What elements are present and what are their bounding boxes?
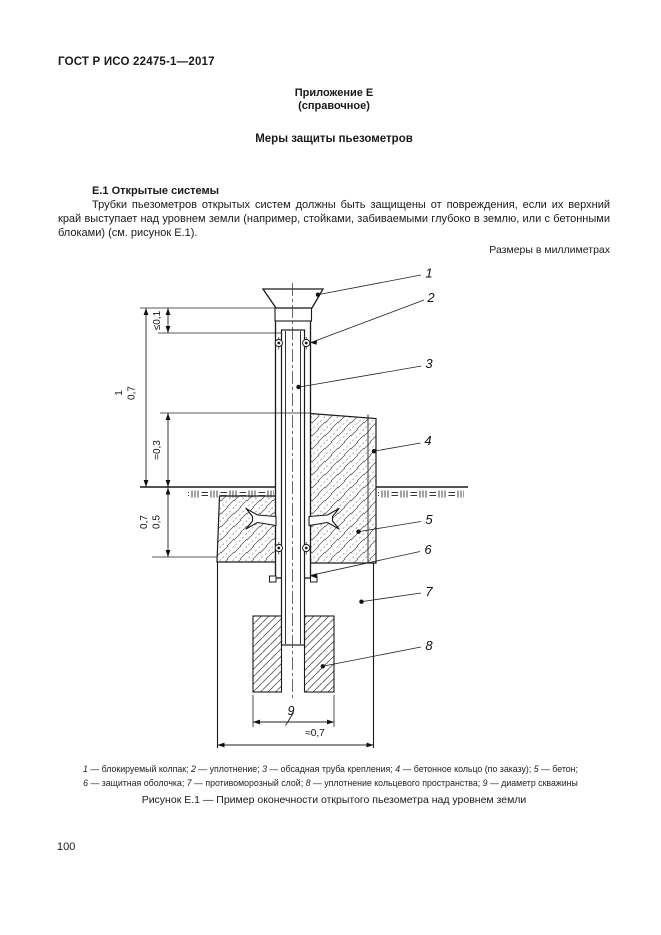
callout-5: 5 bbox=[425, 512, 433, 527]
casing-pipe bbox=[280, 329, 306, 646]
callout-2: 2 bbox=[426, 290, 435, 305]
legend-item-number: 4 bbox=[395, 764, 401, 774]
callout-6: 6 bbox=[424, 542, 432, 557]
callout-8: 8 bbox=[425, 638, 433, 653]
anchor-barbs bbox=[245, 507, 340, 530]
appendix-note: (справочное) bbox=[298, 100, 370, 112]
dim-width-approx: ≈0,7 bbox=[305, 728, 325, 739]
standard-number: ГОСТ Р ИСО 22475-1—2017 bbox=[58, 56, 215, 68]
dimension-labels: ≤0,1 1 0,7 =0,3 0,7 0,5 9 ≈0,7 bbox=[114, 310, 325, 739]
legend-item-number: 7 bbox=[186, 777, 192, 788]
legend-item-number: 8 bbox=[305, 777, 311, 788]
page-number: 100 bbox=[57, 841, 76, 853]
ground-line bbox=[140, 486, 468, 498]
leader-ends bbox=[296, 292, 377, 669]
seal-fittings bbox=[274, 337, 311, 555]
units-note: Размеры в миллиметрах bbox=[489, 244, 610, 256]
callout-7: 7 bbox=[425, 584, 433, 599]
legend-item-number: 3 bbox=[262, 764, 267, 774]
excavation-walls bbox=[216, 562, 375, 748]
section-heading: Е.1 Открытые системы bbox=[92, 185, 219, 197]
annular-seal-blocks bbox=[252, 615, 335, 693]
dim-left-lower-a: 0,7 bbox=[139, 515, 150, 529]
figure-caption: Рисунок Е.1 — Пример оконечности открыто… bbox=[141, 794, 527, 806]
page-title: Меры защиты пьезометров bbox=[255, 133, 413, 145]
callout-4: 4 bbox=[424, 433, 431, 448]
dim-left-upper-b: 0,7 bbox=[127, 386, 138, 400]
lockable-cap bbox=[261, 288, 325, 322]
legend-item-number: 5 bbox=[533, 764, 539, 774]
figure-legend: 1 — блокируемый колпак; 2 — уплотнение; … bbox=[40, 763, 621, 790]
dimension-lines bbox=[145, 308, 374, 746]
appendix-label: Приложение Е bbox=[294, 87, 374, 99]
dim-cap-gap: ≤0,1 bbox=[152, 310, 163, 330]
concrete-ring-region bbox=[309, 412, 377, 564]
callout-1: 1 bbox=[425, 266, 432, 281]
legend-item-number: 6 bbox=[83, 777, 89, 788]
leader-lines bbox=[299, 274, 425, 667]
legend-item-number: 1 bbox=[83, 764, 88, 774]
callout-3: 3 bbox=[425, 356, 433, 371]
callout-numbers: 1 2 3 4 5 6 7 8 bbox=[424, 266, 435, 654]
body-paragraph: Трубки пьезометров открытых систем должн… bbox=[58, 199, 610, 239]
appendix-heading: Приложение Е (справочное) bbox=[58, 87, 610, 113]
dim-left-lower-b: 0,5 bbox=[152, 515, 163, 529]
dim-bore-number: 9 bbox=[288, 704, 295, 718]
dim-left-upper-a: 1 bbox=[114, 390, 125, 396]
legend-line-1: 1 — блокируемый колпак; 2 — уплотнение; … bbox=[83, 764, 578, 774]
dim-ring-height: =0,3 bbox=[152, 440, 163, 460]
legend-item-number: 9 bbox=[482, 777, 488, 788]
legend-line-2: 6 — защитная оболочка; 7 — противоморозн… bbox=[83, 777, 578, 788]
legend-item-number: 2 bbox=[191, 764, 196, 774]
dimension-arrows bbox=[143, 308, 374, 748]
